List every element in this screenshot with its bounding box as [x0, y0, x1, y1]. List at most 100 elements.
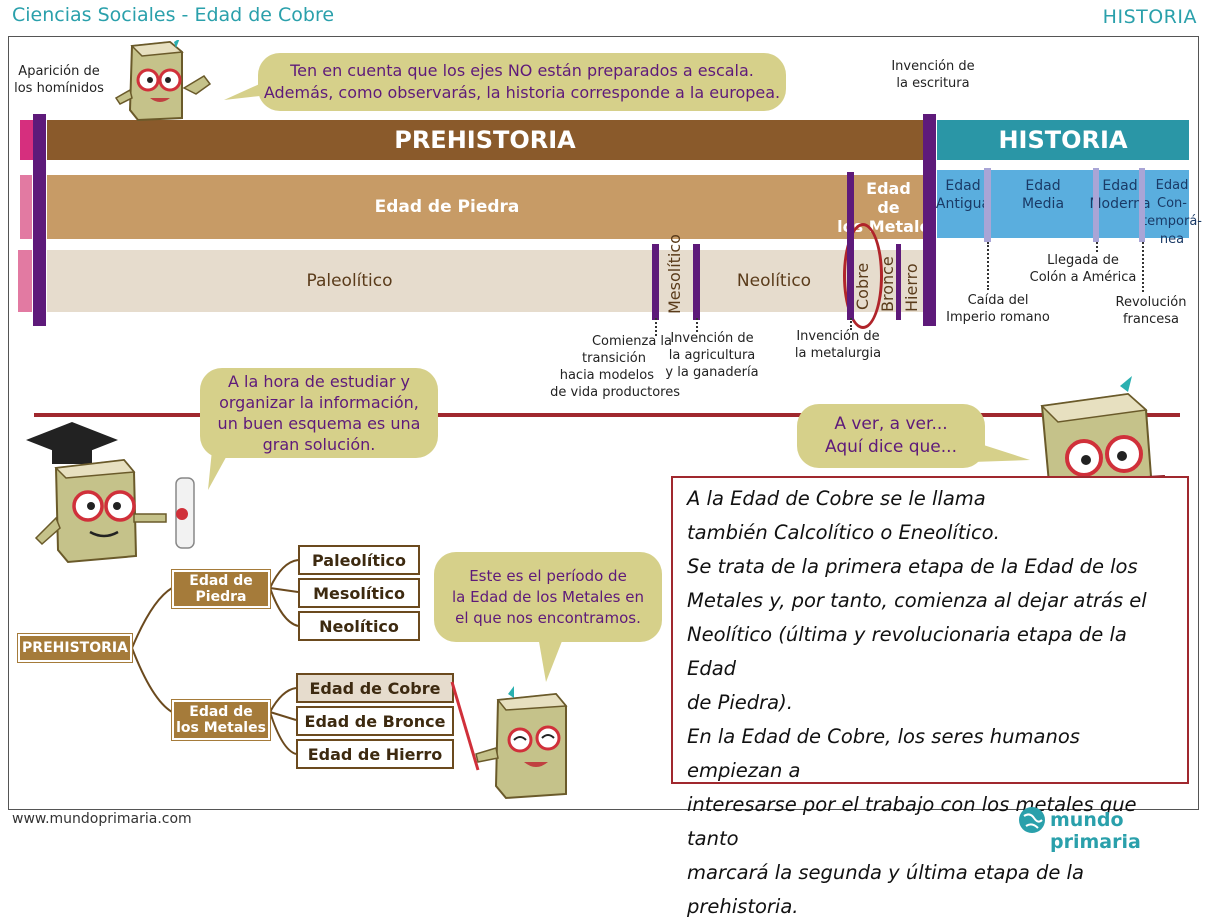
media-marker	[984, 168, 991, 242]
connector-imperio	[987, 242, 989, 290]
info-text-box: A la Edad de Cobre se le llama también C…	[671, 476, 1189, 918]
connector-metalurgia	[850, 318, 852, 330]
label-imperio: Caída del Imperio romano	[940, 292, 1056, 326]
section-divider	[34, 413, 1180, 417]
colon-l1: Llegada de	[1047, 253, 1119, 268]
tree-paleolitico-label: Paleolítico	[312, 550, 406, 570]
book-mascot-graduate-icon	[26, 422, 195, 564]
edad-media-l2: Media	[1021, 196, 1065, 212]
edad-media-label: Edad Media	[991, 177, 1095, 213]
book-mascot-thumbs-icon	[114, 40, 212, 122]
edad-metales-line1: Edad de	[866, 178, 911, 217]
label-transicion: Comienza la transición hacia modelos de …	[530, 333, 680, 401]
edad-contemp-l4: nea	[1159, 232, 1185, 247]
info-line-3: Se trata de la primera etapa de la Edad …	[687, 555, 1138, 578]
tree-mesolitico-label: Mesolítico	[313, 583, 405, 603]
edad-moderna-l2: Moderna	[1089, 196, 1151, 212]
book-mascot-pointer-icon	[450, 681, 568, 800]
edad-piedra-label: Edad de Piedra	[374, 197, 520, 217]
tree-edad-metales: Edad de los Metales	[171, 699, 271, 741]
revolucion-l1: Revolución	[1115, 295, 1187, 310]
tree-paleolitico: Paleolítico	[298, 545, 420, 575]
tree-root-prehistoria: PREHISTORIA	[17, 633, 133, 663]
bubble-aver-tail-icon	[968, 440, 1030, 462]
bubble-periodo-l3: el que nos encontramos.	[455, 608, 641, 627]
hominidos-marker	[33, 114, 46, 326]
label-metalurgia: Invención de la metalurgia	[786, 328, 890, 362]
paleolitico-label: Paleolítico	[306, 271, 393, 291]
edad-antigua-label: Edad Antigua	[935, 177, 991, 213]
edad-moderna-bar	[1097, 170, 1141, 238]
neolitico-start-marker	[693, 244, 700, 320]
info-line-6: de Piedra).	[687, 691, 793, 714]
tree-neolitico-label: Neolítico	[319, 616, 399, 636]
edad-piedra-bar: Edad de Piedra	[47, 175, 847, 239]
info-line-2: también Calcolítico o Eneolítico.	[687, 521, 1000, 544]
label-revolucion: Revolución francesa	[1106, 294, 1196, 328]
bubble-periodo: Este es el período de la Edad de los Met…	[434, 552, 662, 642]
transicion-l4: de vida productores	[550, 385, 680, 400]
bubble-a-ver: A ver, a ver... Aquí dice que...	[797, 404, 985, 468]
escritura-l1: Invención de	[891, 59, 975, 74]
edad-contemp-l3: temporá-	[1142, 214, 1202, 229]
bubble-aver-l1: A ver, a ver...	[834, 414, 948, 434]
transicion-l2: transición	[582, 351, 646, 366]
tree-metales-l1: Edad de	[189, 704, 253, 720]
subject-label: HISTORIA	[1102, 6, 1197, 28]
tree-bronce-label: Edad de Bronce	[304, 711, 446, 731]
tree-hierro-label: Edad de Hierro	[307, 744, 443, 764]
label-colon: Llegada de Colón a América	[1024, 252, 1142, 286]
label-escritura: Invención de la escritura	[877, 58, 989, 92]
edad-media-bar	[991, 170, 1093, 238]
edad-antigua-l2: Antigua	[935, 196, 991, 212]
colon-l2: Colón a América	[1029, 270, 1137, 285]
edad-antigua-l1: Edad	[945, 178, 981, 194]
bubble-periodo-l2: la Edad de los Metales en	[451, 587, 644, 606]
label-hominidos: Aparición de los homínidos	[10, 63, 108, 97]
hominidos-l2: los homínidos	[14, 81, 104, 96]
paleolitico-pink-stub	[18, 250, 32, 312]
agricultura-l3: y la ganadería	[665, 365, 759, 380]
bubble-aver-l2: Aquí dice que...	[825, 437, 957, 457]
neolitico-bar: Neolítico	[700, 250, 848, 312]
connector-colon	[1096, 242, 1098, 252]
revolucion-l2: francesa	[1122, 312, 1179, 327]
info-line-1: A la Edad de Cobre se le llama	[687, 487, 986, 510]
bubble-study-tip: A la hora de estudiar y organizar la inf…	[200, 368, 438, 458]
edad-antigua-bar	[937, 170, 987, 238]
tree-mesolitico: Mesolítico	[298, 578, 420, 608]
edad-media-l1: Edad	[1025, 178, 1061, 194]
connector-revolucion	[1142, 242, 1144, 292]
info-line-9: marcará la segunda y última etapa de la …	[687, 861, 1084, 918]
imperio-l1: Caída del	[967, 293, 1029, 308]
tree-cobre-label: Edad de Cobre	[309, 678, 441, 698]
escritura-marker	[923, 114, 936, 326]
transicion-l3: hacia modelos	[559, 368, 654, 383]
bubble-study-l1: A la hora de estudiar y	[228, 372, 410, 391]
label-agricultura: Invención de la agricultura y la ganader…	[660, 330, 764, 381]
imperio-l2: Imperio romano	[946, 310, 1050, 325]
tree-connectors	[131, 559, 299, 755]
footer-brand: mundo primaria	[1050, 809, 1141, 853]
edad-contemp-l2: Con-	[1157, 196, 1187, 211]
mesolitico-start-marker	[652, 244, 659, 320]
tree-edad-bronce: Edad de Bronce	[296, 706, 454, 736]
historia-bar: HISTORIA	[937, 120, 1189, 160]
moderna-marker	[1093, 168, 1099, 242]
tree-piedra-l2: Piedra	[195, 589, 247, 605]
tree-metales-l2: los Metales	[176, 720, 266, 736]
neolitico-label: Neolítico	[736, 271, 812, 291]
hominidos-l1: Aparición de	[18, 64, 100, 79]
agricultura-l2: la agricultura	[668, 348, 756, 363]
agricultura-l1: Invención de	[670, 331, 754, 346]
tree-piedra-l1: Edad de	[189, 573, 253, 589]
bubble-study-l2: organizar la información,	[219, 393, 419, 412]
footer-website[interactable]: www.mundoprimaria.com	[12, 811, 192, 827]
tree-edad-piedra: Edad de Piedra	[171, 569, 271, 609]
piedra-pink-stub	[20, 175, 32, 239]
edad-contemporanea-bar	[1145, 170, 1189, 238]
connector-agricultura	[696, 318, 698, 332]
bronce-marker	[896, 244, 901, 320]
info-line-7: En la Edad de Cobre, los seres humanos e…	[687, 725, 1080, 782]
bubble-scale-note: Ten en cuenta que los ejes NO están prep…	[258, 53, 786, 111]
